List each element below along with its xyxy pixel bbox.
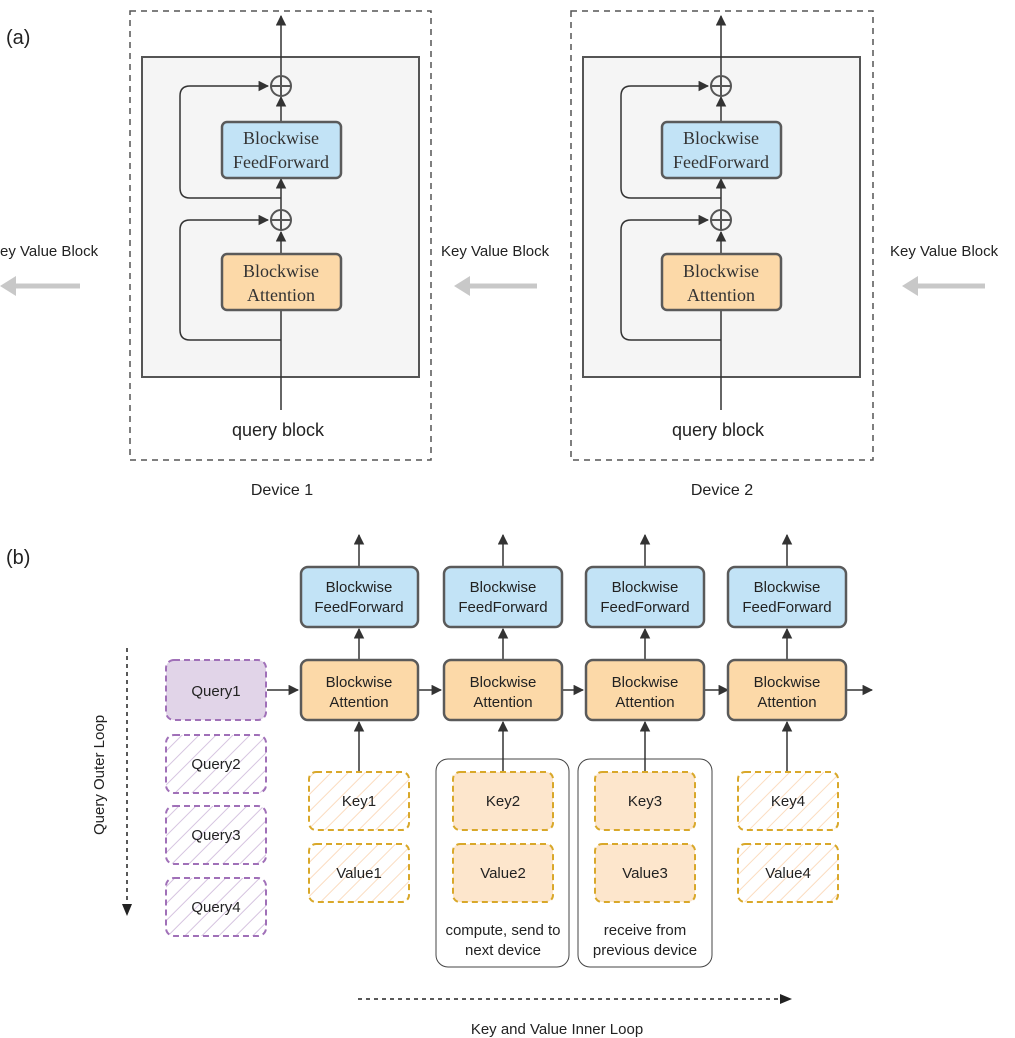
block-label-line1: Blockwise [470,674,537,691]
value-label: Value3 [622,865,668,882]
blockwise-feedforward-block: Blockwise FeedForward [220,120,343,180]
value-block: Value2 [452,843,554,903]
block-label-line1: Blockwise [754,674,821,691]
block-label-line1: Blockwise [326,579,393,596]
column-3: Blockwise FeedForward Blockwise Attentio… [584,533,706,959]
block-label-line2: FeedForward [233,152,329,172]
device-label: Device 2 [691,482,753,499]
value-label: Value1 [336,865,382,882]
block-label-line2: FeedForward [600,599,689,616]
compute-note-line2: next device [465,942,541,959]
kv-inner-loop-indicator: Key and Value Inner Loop [358,994,792,1038]
kv-label-middle: Key Value Block [441,243,550,260]
block-label-line2: Attention [615,694,674,711]
value-block: Value1 [308,843,410,903]
device-boundary [570,10,874,461]
key-label: Key2 [486,793,520,810]
add-node-icon [270,75,292,97]
blockwise-attention-block: Blockwise Attention [726,658,848,722]
block-label-line2: FeedForward [314,599,403,616]
column-2: Blockwise FeedForward Blockwise Attentio… [442,533,564,959]
block-label-line2: Attention [473,694,532,711]
query-outer-loop-indicator: Query Outer Loop [91,648,132,916]
query-label: Query2 [191,756,240,773]
query-label: Query4 [191,899,240,916]
blockwise-attention-block: Blockwise Attention [299,658,420,722]
blockwise-feedforward-block: Blockwise FeedForward [726,565,848,629]
key-block: Key2 [452,771,554,831]
blockwise-feedforward-block: Blockwise FeedForward [442,565,564,629]
blockwise-attention-block: Blockwise Attention [584,658,706,722]
block-label-line1: Blockwise [612,579,679,596]
value-label: Value2 [480,865,526,882]
key-block: Key1 [308,771,410,831]
query-block-item: Query2 [165,734,267,794]
query-block-item: Query3 [165,805,267,865]
block-label-line2: FeedForward [458,599,547,616]
block-label-line1: Blockwise [612,674,679,691]
query-blocks: Query1 Query2 Query3 Query4 [165,659,267,937]
key-block: Key4 [737,771,839,831]
query-label: Query1 [191,683,240,700]
value-block: Value3 [594,843,696,903]
kv-transfer-left: Key Value Block [0,243,99,296]
block-label-line2: Attention [247,285,315,305]
add-node-icon [710,209,732,231]
key-block: Key3 [594,771,696,831]
panel-a-label: (a) [6,27,30,49]
column-1: Blockwise FeedForward Blockwise Attentio… [299,533,420,903]
panel-b-label: (b) [6,547,30,569]
block-label-line1: Blockwise [243,128,319,148]
key-label: Key3 [628,793,662,810]
add-node-icon [710,75,732,97]
blockwise-feedforward-block: Blockwise FeedForward [660,120,783,180]
key-label: Key4 [771,793,805,810]
query-block-item: Query1 [165,659,267,721]
blockwise-feedforward-block: Blockwise FeedForward [584,565,706,629]
blockwise-attention-block: Blockwise Attention [220,252,343,312]
value-label: Value4 [765,865,811,882]
add-node-icon [270,209,292,231]
query-label: Query3 [191,827,240,844]
kv-label-right: Key Value Block [890,243,999,260]
block-label-line2: Attention [687,285,755,305]
device-label: Device 1 [251,482,313,499]
compute-note-line1: compute, send to [445,922,560,939]
block-label-line1: Blockwise [683,128,759,148]
kv-transfer-middle: Key Value Block [441,243,550,296]
block-label-line2: FeedForward [673,152,769,172]
column-4: Blockwise FeedForward Blockwise Attentio… [726,533,848,903]
query-block-item: Query4 [165,877,267,937]
block-label-line2: Attention [757,694,816,711]
query-outer-loop-label: Query Outer Loop [91,715,108,835]
block-label-line2: FeedForward [742,599,831,616]
block-label-line1: Blockwise [470,579,537,596]
block-label-line2: Attention [329,694,388,711]
device-1: Blockwise FeedForward Blockwise Attentio… [129,10,432,499]
block-label-line1: Blockwise [326,674,393,691]
query-block-label: query block [672,420,765,440]
blockwise-attention-block: Blockwise Attention [442,658,564,722]
kv-label-left: Key Value Block [0,243,99,260]
block-label-line1: Blockwise [243,261,319,281]
blockwise-attention-block: Blockwise Attention [660,252,783,312]
blockwise-feedforward-block: Blockwise FeedForward [299,565,420,629]
device-2: Blockwise FeedForward Blockwise Attentio… [570,10,874,499]
receive-note-line2: previous device [593,942,697,959]
receive-note-line1: receive from [604,922,687,939]
value-block: Value4 [737,843,839,903]
query-block-label: query block [232,420,325,440]
block-label-line1: Blockwise [754,579,821,596]
kv-inner-loop-label: Key and Value Inner Loop [471,1021,643,1038]
kv-transfer-right: Key Value Block [890,243,999,296]
block-label-line1: Blockwise [683,261,759,281]
key-label: Key1 [342,793,376,810]
